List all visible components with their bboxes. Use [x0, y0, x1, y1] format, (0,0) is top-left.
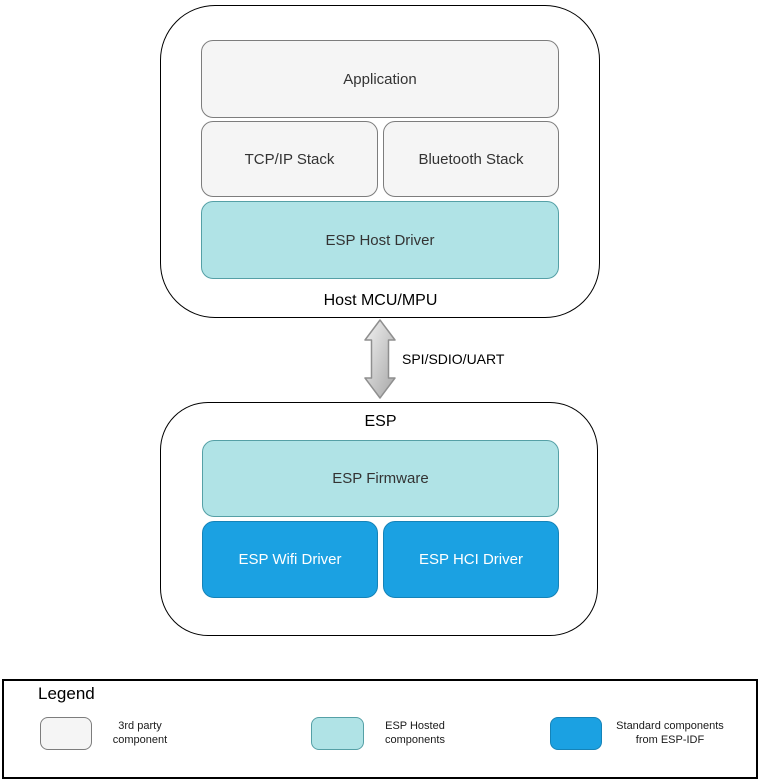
legend-swatch-third-party [40, 717, 92, 750]
legend-item-line: ESP Hosted [385, 720, 445, 732]
legend-item-esp-idf: Standard components from ESP-IDF [600, 719, 740, 747]
legend-item-esp-hosted: ESP Hosted components [355, 719, 475, 747]
application-label: Application [343, 70, 417, 88]
legend-item-line: Standard components [616, 720, 724, 732]
bluetooth-stack-box: Bluetooth Stack [383, 121, 559, 197]
bidirectional-arrow-icon [350, 316, 410, 402]
legend-swatch-esp-hosted [311, 717, 364, 750]
host-mcu-label: Host MCU/MPU [323, 292, 438, 309]
spi-sdio-uart-label: SPI/SDIO/UART [402, 351, 505, 367]
legend-item-line: 3rd party [118, 720, 162, 732]
esp-hci-driver-box: ESP HCI Driver [383, 521, 559, 598]
legend-title: Legend [38, 684, 95, 703]
legend-item-line: from ESP-IDF [635, 734, 705, 746]
legend-item-line: component [112, 734, 168, 746]
esp-wifi-driver-box: ESP Wifi Driver [202, 521, 378, 598]
esp-label: ESP [364, 413, 397, 430]
bluetooth-stack-label: Bluetooth Stack [418, 150, 524, 168]
esp-host-driver-box: ESP Host Driver [201, 201, 559, 279]
esp-hci-driver-label: ESP HCI Driver [419, 551, 523, 568]
esp-wifi-driver-label: ESP Wifi Driver [238, 551, 342, 568]
tcpip-stack-label: TCP/IP Stack [244, 150, 335, 168]
esp-host-driver-label: ESP Host Driver [325, 231, 435, 249]
legend-item-third-party: 3rd party component [80, 719, 200, 747]
application-box: Application [201, 40, 559, 118]
esp-firmware-label: ESP Firmware [332, 470, 429, 487]
legend-swatch-esp-idf [550, 717, 602, 750]
esp-firmware-box: ESP Firmware [202, 440, 559, 517]
tcpip-stack-box: TCP/IP Stack [201, 121, 378, 197]
esp-container [160, 402, 598, 636]
legend-panel [2, 679, 758, 779]
legend-item-line: components [385, 734, 445, 746]
